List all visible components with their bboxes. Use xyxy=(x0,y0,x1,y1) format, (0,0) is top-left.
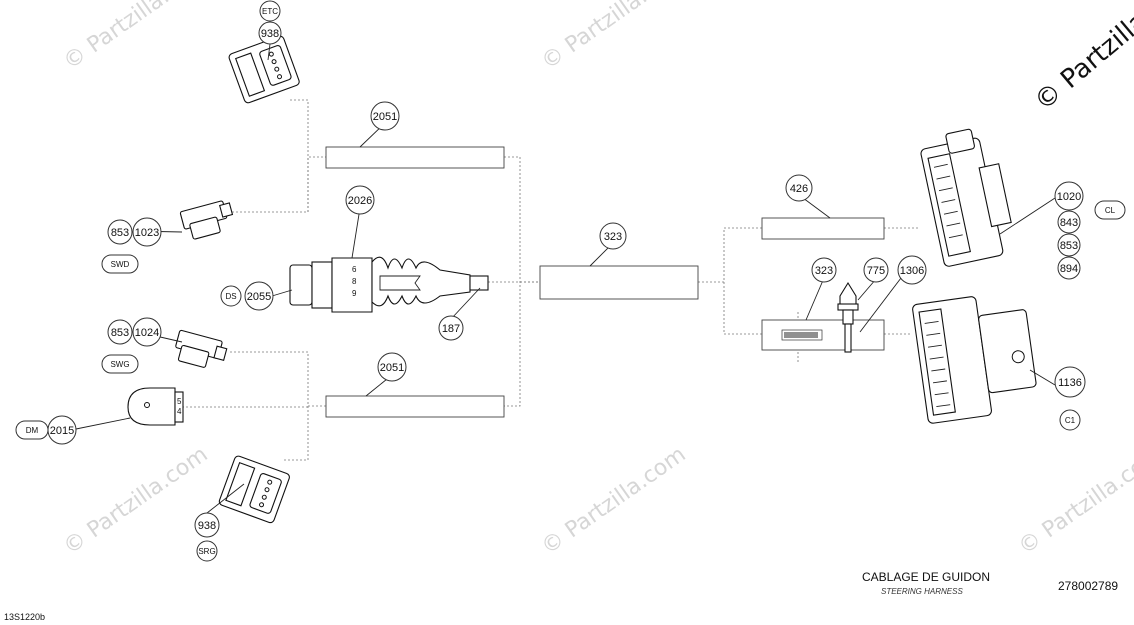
switch-digit: 8 xyxy=(352,277,357,286)
callout-srg-938: 938 xyxy=(194,512,220,538)
swg-connector xyxy=(175,329,228,368)
tag-label: ETC xyxy=(262,7,278,16)
callout-number: 426 xyxy=(790,183,808,195)
drawing-code: 13S1220b xyxy=(4,612,46,622)
switch-digit: 9 xyxy=(352,289,357,298)
tag-label: SRG xyxy=(198,547,215,556)
watermark: © Partzilla.com xyxy=(59,0,212,75)
callout-cl-tag: CL xyxy=(1094,200,1126,220)
switch-digit: 6 xyxy=(352,265,357,274)
callout-bottom-2051: 2051 xyxy=(377,352,407,382)
callout-853-b: 853 xyxy=(107,319,133,345)
callout-853-c: 853 xyxy=(1057,233,1081,257)
key-switch: 5 4 xyxy=(127,387,184,426)
callout-number: 843 xyxy=(1060,217,1078,229)
pin-775 xyxy=(837,281,859,353)
callout-number: 2051 xyxy=(373,111,397,123)
tag-label: SWD xyxy=(111,260,130,269)
callout-number: 323 xyxy=(815,265,833,277)
callout-187: 187 xyxy=(438,315,464,341)
callout-dm-tag: DM xyxy=(15,420,49,440)
callout-843: 843 xyxy=(1057,210,1081,234)
leader-lines xyxy=(75,43,1056,514)
callout-number: 938 xyxy=(261,28,279,40)
callout-srg-tag: SRG xyxy=(196,540,218,562)
callout-2026: 2026 xyxy=(345,185,375,215)
tag-label: C1 xyxy=(1065,416,1076,425)
callout-426: 426 xyxy=(785,174,813,202)
watermark: © Partzilla.com xyxy=(1014,442,1134,560)
callout-1024: 1024 xyxy=(132,317,162,347)
tag-label: CL xyxy=(1105,206,1116,215)
callout-number: 938 xyxy=(198,520,216,532)
watermark: © Partzilla.com xyxy=(537,442,690,560)
callout-number: 853 xyxy=(111,227,129,239)
callout-swd-tag: SWD xyxy=(101,254,139,274)
callout-number: 1023 xyxy=(135,227,159,239)
key-digit: 5 xyxy=(177,397,182,406)
callout-number: 1136 xyxy=(1058,377,1082,389)
callout-1306: 1306 xyxy=(897,255,927,285)
key-digit: 4 xyxy=(177,407,182,416)
callout-c1-tag: C1 xyxy=(1059,409,1081,431)
harness-sleeve-top xyxy=(325,146,505,169)
tag-label: DS xyxy=(225,292,236,301)
callout-323-a: 323 xyxy=(599,222,627,250)
callout-number: 1024 xyxy=(135,327,159,339)
harness-branch-top xyxy=(761,217,885,240)
callout-number: 2015 xyxy=(50,425,74,437)
callout-number: 2026 xyxy=(348,195,372,207)
callout-etc-938: 938 xyxy=(258,21,282,45)
c1-connector xyxy=(912,296,1037,424)
tag-label: DM xyxy=(26,426,39,435)
callout-1136: 1136 xyxy=(1054,366,1086,398)
callout-number: 2055 xyxy=(247,291,271,303)
callout-number: 853 xyxy=(1060,240,1078,252)
callout-775: 775 xyxy=(863,257,889,283)
callout-2055: 2055 xyxy=(244,281,274,311)
callout-number: 323 xyxy=(604,231,622,243)
callout-number: 853 xyxy=(111,327,129,339)
etc-connector xyxy=(228,35,300,104)
ds-switch: 6 8 9 xyxy=(289,256,489,313)
callout-894: 894 xyxy=(1057,256,1081,280)
callout-ds-tag: DS xyxy=(220,285,242,307)
callout-2015: 2015 xyxy=(47,415,77,445)
part-number: 278002789 xyxy=(1058,579,1119,593)
callout-etc-tag: ETC xyxy=(259,0,281,22)
callout-number: 894 xyxy=(1060,263,1078,275)
callout-number: 775 xyxy=(867,265,885,277)
callout-top-2051: 2051 xyxy=(370,101,400,131)
callout-853-a: 853 xyxy=(107,219,133,245)
swd-connector xyxy=(179,200,234,240)
callout-swg-tag: SWG xyxy=(101,354,139,374)
callout-number: 1020 xyxy=(1057,191,1081,203)
callout-number: 2051 xyxy=(380,362,404,374)
callout-1023: 1023 xyxy=(132,217,162,247)
callout-number: 1306 xyxy=(900,265,924,277)
harness-sleeve-bottom xyxy=(325,395,505,418)
callout-number: 187 xyxy=(442,323,460,335)
callout-323-b: 323 xyxy=(811,257,837,283)
callout-1020: 1020 xyxy=(1054,181,1084,211)
watermark: © Partzilla.com xyxy=(537,0,690,75)
title-english: STEERING HARNESS xyxy=(881,587,963,596)
harness-main-trunk xyxy=(539,265,699,300)
tag-label: SWG xyxy=(110,360,129,369)
srg-connector xyxy=(218,455,290,524)
watermark: © Partzilla.com xyxy=(59,442,212,560)
barcode-label xyxy=(781,329,823,341)
title-french: CABLAGE DE GUIDON xyxy=(862,570,991,584)
cl-connector xyxy=(920,128,1012,267)
